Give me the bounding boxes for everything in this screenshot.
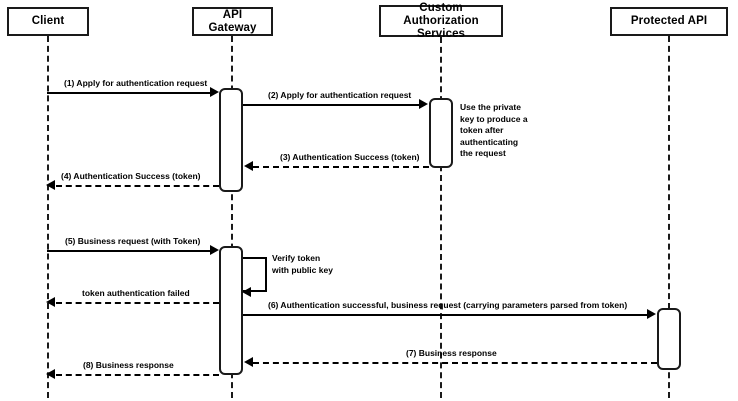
message-label-3: (3) Authentication Success (token): [280, 152, 420, 162]
message-arrowhead-2: [419, 99, 428, 109]
message-line-4: [56, 185, 219, 187]
message-label-7: (7) Business response: [406, 348, 497, 358]
participant-client[interactable]: Client: [7, 7, 89, 36]
lifeline-api-gateway: [231, 36, 233, 398]
participant-protected-api[interactable]: Protected API: [610, 7, 728, 36]
note-line-3: token after: [460, 125, 504, 135]
note-line-5: the request: [460, 148, 506, 158]
lifeline-client: [47, 36, 49, 398]
activation-authsvc: [429, 98, 453, 168]
message-line-6: [243, 314, 648, 316]
message-arrowhead-token-authentication-failed: [46, 297, 55, 307]
self-message-label-line1: Verify token: [272, 253, 321, 263]
message-line-3: [253, 166, 429, 168]
self-message-loop-verify-token: [243, 257, 267, 292]
activation-gateway-auth: [219, 88, 243, 192]
note-line-2: key to produce a: [460, 113, 528, 124]
message-arrowhead-6: [647, 309, 656, 319]
message-arrowhead-8: [46, 369, 55, 379]
message-arrowhead-3: [244, 161, 253, 171]
self-message-label-verify-token: Verify token with public key: [272, 252, 333, 276]
activation-gateway-business: [219, 246, 243, 375]
message-label-8: (8) Business response: [83, 360, 174, 370]
activation-protected-api: [657, 308, 681, 370]
message-label-2: (2) Apply for authentication request: [268, 90, 412, 100]
lifeline-protected-api: [668, 36, 670, 398]
message-arrowhead-5: [210, 245, 219, 255]
message-label-1: (1) Apply for authentication request: [64, 78, 208, 88]
message-label-token-authentication-failed: token authentication failed: [82, 288, 190, 298]
message-label-4: (4) Authentication Success (token): [61, 171, 201, 181]
message-line-7: [253, 362, 657, 364]
self-message-arrowhead-verify-token: [242, 287, 251, 297]
message-line-token-authentication-failed: [56, 302, 219, 304]
message-arrowhead-1: [210, 87, 219, 97]
participant-authsvc-line1: Custom Authorization: [403, 1, 479, 27]
note-private-key: Use the private key to produce a token a…: [460, 102, 544, 160]
message-line-8: [56, 374, 219, 376]
message-arrowhead-7: [244, 357, 253, 367]
participant-custom-authorization-services[interactable]: Custom Authorization Services: [379, 1, 503, 40]
participant-authsvc-line2: Services: [416, 27, 466, 40]
message-arrowhead-4: [46, 180, 55, 190]
message-line-1: [47, 92, 211, 94]
participant-api-gateway[interactable]: API Gateway: [192, 7, 273, 36]
message-label-6: (6) Authentication successful, business …: [268, 300, 628, 310]
self-message-label-line2: with public key: [272, 265, 333, 275]
note-line-1: Use the private: [460, 102, 521, 112]
lifeline-custom-authorization-services: [440, 37, 442, 398]
message-label-5: (5) Business request (with Token): [65, 236, 201, 246]
message-line-2: [243, 104, 420, 106]
message-line-5: [47, 250, 211, 252]
note-line-4: authenticating: [460, 136, 519, 147]
